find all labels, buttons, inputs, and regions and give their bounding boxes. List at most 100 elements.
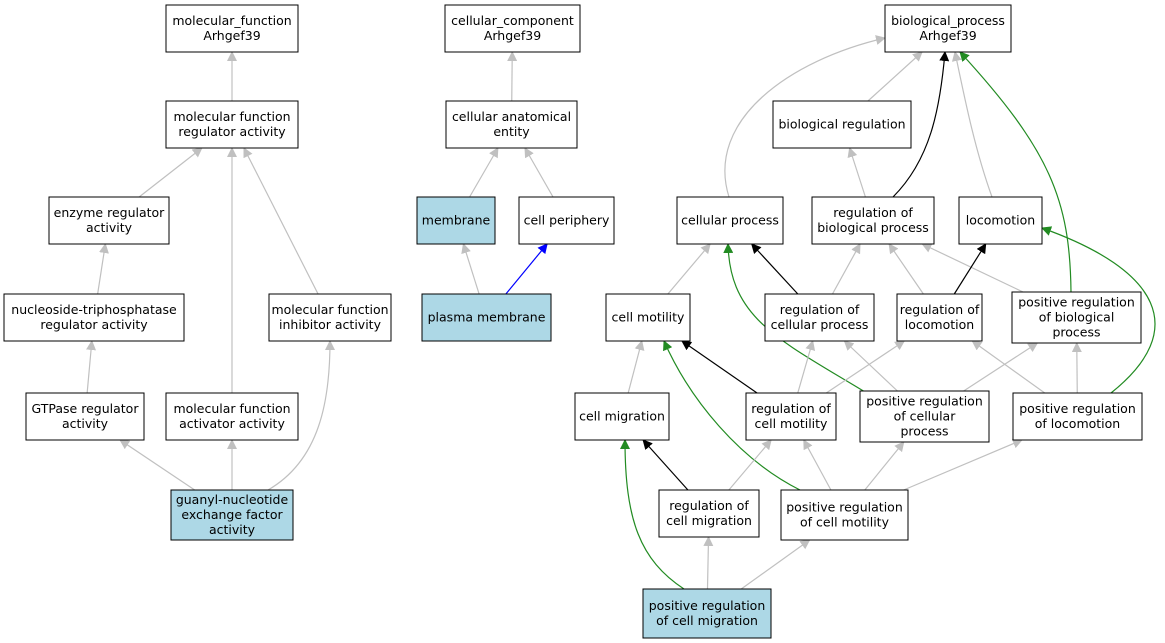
term-node-cper[interactable]: cell periphery (518, 196, 615, 245)
edge-is-a-cmot-to-cproc (667, 243, 711, 295)
term-label-line: cell motility (755, 416, 829, 431)
term-box (170, 489, 294, 541)
term-label-line: regulation of (751, 401, 831, 416)
edge-is-a-rloc-to-rbp (888, 243, 924, 295)
edge-is-a-pm-to-membrane (461, 243, 480, 295)
term-label-line: regulation of (833, 205, 913, 220)
edge-positively-regulates-prbp-to-bp_root (959, 51, 1072, 293)
edge-is-a-gnef-to-gtpra (119, 439, 196, 491)
term-label-line: positive regulation (1018, 295, 1135, 310)
edge-is-a-rcp-to-rbp (831, 243, 861, 295)
term-label-line: cellular process (771, 317, 869, 332)
term-box (1011, 291, 1142, 344)
term-box (165, 100, 299, 149)
term-label-line: molecular function (173, 109, 290, 124)
term-label-line: biological regulation (778, 117, 905, 132)
edge-is-a-cae-to-cc_root (507, 51, 518, 102)
term-box (48, 196, 170, 245)
term-box (3, 293, 185, 342)
edge-is-a-era-to-mfra (138, 147, 203, 198)
term-label-line: cellular anatomical (452, 109, 571, 124)
term-label-line: molecular_function (172, 13, 291, 28)
term-box (958, 196, 1043, 245)
term-box (445, 100, 578, 149)
term-box (676, 196, 784, 245)
term-box (165, 392, 299, 441)
term-node-membrane[interactable]: membrane (416, 196, 496, 245)
term-box (764, 293, 875, 342)
edge-is-a-mfia-to-mfra (243, 147, 319, 295)
term-box (165, 4, 299, 53)
term-label-line: Arhgef39 (203, 28, 260, 43)
term-label-line: of locomotion (1035, 416, 1120, 431)
edge-is-a-gtpra-to-ntpra (86, 340, 97, 394)
edge-is-a-prcp-to-rcp (843, 340, 898, 392)
term-label-line: guanyl-nucleotide (176, 492, 289, 507)
term-node-pm[interactable]: plasma membrane (421, 293, 552, 342)
edge-regulates-rcm-to-cmot (681, 340, 758, 394)
term-label-line: activity (209, 522, 256, 537)
term-node-loco[interactable]: locomotion (958, 196, 1043, 245)
term-label-line: GTPase regulator (32, 401, 140, 416)
term-label-line: plasma membrane (428, 310, 546, 325)
term-label-line: positive regulation (1019, 401, 1136, 416)
edge-regulates-rcp-to-cproc (751, 243, 799, 295)
term-box (444, 4, 581, 53)
edge-is-a-cper-to-cae (524, 147, 554, 198)
edge-positively-regulates-prl-to-loco (1041, 226, 1156, 394)
term-label-line: locomotion (966, 213, 1035, 228)
term-label-line: locomotion (905, 317, 974, 332)
edge-is-a-rcm-to-rloc (825, 340, 906, 394)
edge-regulates-rloc-to-loco (953, 243, 987, 295)
term-node-cmig[interactable]: cell migration (574, 392, 670, 441)
edge-is-a-ntpra-to-era (97, 243, 109, 295)
edge-is-a-loco-to-bp_root (951, 51, 993, 198)
edge-positively-regulates-prcm-to-cmot (663, 340, 801, 491)
term-box (658, 489, 760, 538)
term-box (1012, 392, 1143, 441)
term-label-line: regulation of (900, 302, 980, 317)
term-node-breg[interactable]: biological regulation (772, 100, 912, 149)
edge-is-a-prcp-to-prbp (963, 342, 1039, 392)
term-label-line: of cell motility (800, 515, 890, 530)
term-label-line: membrane (422, 213, 491, 228)
edge-is-a-prcm-to-prcp (864, 441, 905, 491)
edge-regulates-rcmig-to-cmig (642, 439, 689, 491)
term-label-line: regulation of (669, 498, 749, 513)
term-label-line: exchange factor (181, 507, 283, 522)
edge-is-a-membrane-to-cae (469, 147, 499, 198)
term-box (574, 392, 670, 441)
term-label-line: biological process (817, 220, 929, 235)
term-box (772, 100, 912, 149)
term-node-cmot[interactable]: cell motility (605, 293, 691, 342)
term-label-line: cell migration (579, 409, 665, 424)
term-box (780, 489, 909, 541)
term-node-cproc[interactable]: cellular process (676, 196, 784, 245)
term-label-line: of cellular (894, 409, 957, 424)
edge-is-a-prcmig-to-rcmig (703, 536, 714, 590)
term-label-line: positive regulation (649, 598, 766, 613)
